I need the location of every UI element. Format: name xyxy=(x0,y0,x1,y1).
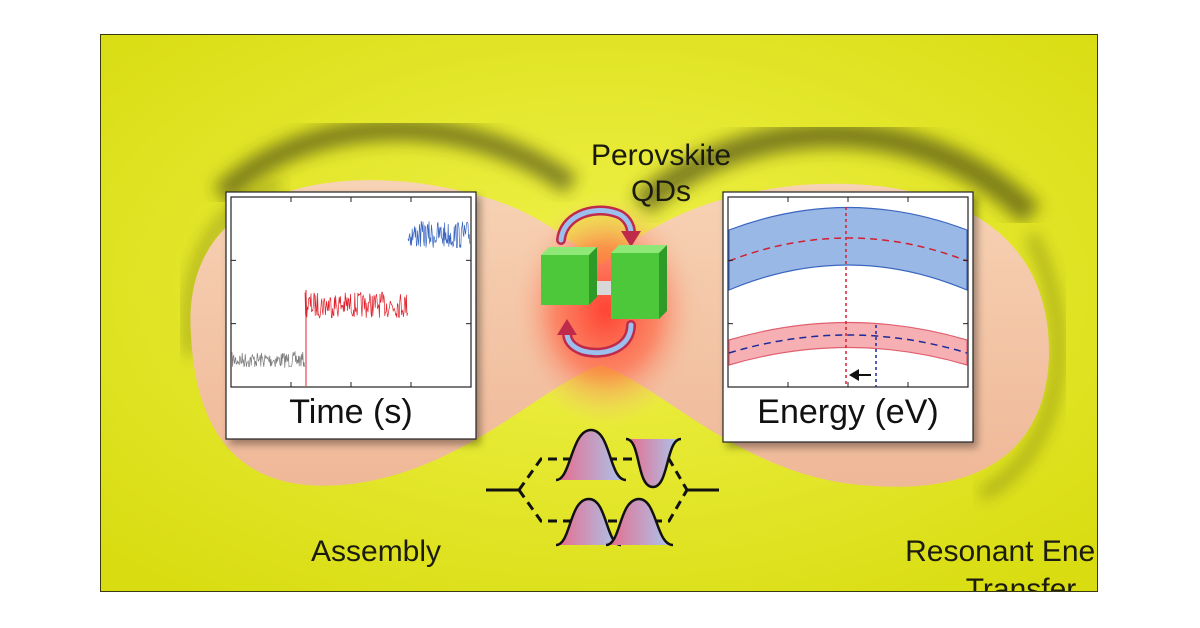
left-plot xyxy=(230,196,472,388)
blue-trace xyxy=(407,220,471,249)
cube-gap xyxy=(597,281,611,295)
shadow-ripple-right xyxy=(632,122,1041,225)
arrow-top xyxy=(558,208,634,243)
upper-trough xyxy=(626,439,681,487)
title-line-2: QDs xyxy=(631,175,691,208)
left-panel-xlabel: Time (s) xyxy=(289,393,413,431)
schematic-upper-branch xyxy=(517,457,689,491)
arrow-bottom xyxy=(564,322,634,356)
center-glow xyxy=(511,195,701,425)
quantum-dot-cubes xyxy=(541,245,667,319)
red-band-center-line xyxy=(728,334,968,354)
scene-canvas xyxy=(101,35,1097,591)
blue-band xyxy=(728,206,968,291)
right-label-line-1: Resonant Energy xyxy=(905,535,1097,568)
left-plot-ticks xyxy=(231,197,471,387)
upper-peak xyxy=(556,430,626,480)
gray-trace xyxy=(231,350,305,368)
shift-arrow-head xyxy=(849,369,859,381)
blue-band-center-line xyxy=(728,237,968,262)
shadow-ripple-right-outer xyxy=(978,232,1064,500)
lower-peak-1 xyxy=(556,499,621,545)
right-label-line-2: Transfer xyxy=(965,573,1077,592)
arrow-bottom-head xyxy=(557,319,577,335)
figure-frame: Perovskite QDs Assembly Resonant Energy … xyxy=(100,34,1098,592)
cube-left xyxy=(541,247,597,305)
arrow-top-head xyxy=(621,231,641,247)
shadow-ripple-left xyxy=(213,118,578,203)
red-trace xyxy=(304,291,408,319)
right-plot xyxy=(727,196,969,388)
right-panel-xlabel: Energy (eV) xyxy=(757,393,939,431)
energy-transfer-schematic xyxy=(486,428,719,547)
left-plot-traces xyxy=(231,220,471,386)
schematic-lower-branch xyxy=(517,489,689,523)
lower-peak-2 xyxy=(606,499,673,545)
title-label: Perovskite QDs xyxy=(571,138,751,210)
right-plot-ticks xyxy=(728,197,968,387)
title-line-1: Perovskite xyxy=(590,139,732,172)
resonant-energy-transfer-label: Resonant Energy Transfer xyxy=(861,533,1097,592)
red-band xyxy=(728,321,968,366)
cube-right xyxy=(611,245,667,319)
assembly-label: Assembly xyxy=(311,535,442,568)
